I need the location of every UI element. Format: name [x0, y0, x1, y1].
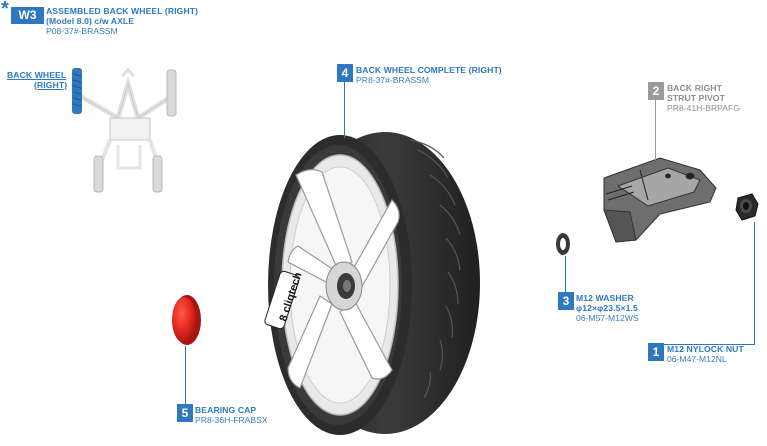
part-3-title-line2: φ12×φ23.5×1.5	[576, 303, 638, 313]
assembly-code: P08-37#-BRASSM	[46, 26, 118, 36]
part-3-code: 06-M57-M12WS	[576, 313, 639, 323]
leader-1	[754, 222, 755, 344]
locator-highlight-wheel	[72, 68, 82, 114]
assembly-title-line2: (Model 8.0) c/w AXLE	[46, 16, 135, 26]
part-4-title: BACK WHEEL COMPLETE (RIGHT)	[356, 65, 502, 75]
leader-4	[344, 80, 345, 138]
assembly-badge: W3	[11, 7, 44, 24]
badge-4: 4	[337, 64, 353, 82]
part-4-code: PR8-37#-BRASSM	[356, 75, 430, 85]
part-2-title-line2: STRUT PIVOT	[667, 93, 725, 103]
part-3-title-line1: M12 WASHER	[576, 293, 634, 303]
part-5-title: BEARING CAP	[195, 405, 257, 415]
badge-1: 1	[648, 343, 664, 361]
leader-5	[185, 346, 186, 404]
wheel-logo	[264, 270, 300, 330]
part-1-title: M12 NYLOCK NUT	[667, 344, 744, 354]
part-1-code: 06-M47-M12NL	[667, 354, 727, 364]
locator-label-line1: BACK WHEEL	[7, 70, 67, 80]
locator-label-line2: (RIGHT)	[34, 80, 68, 90]
assembly-title-line1: ASSEMBLED BACK WHEEL (RIGHT)	[46, 6, 199, 16]
part-5-code: PR8-36H-FRABSX	[195, 415, 268, 425]
leader-3	[565, 256, 566, 292]
header-star: *	[1, 0, 9, 20]
badge-5: 5	[177, 404, 193, 422]
badge-3: 3	[558, 292, 574, 310]
part-2-code: PR8-41H-BRPAFG	[667, 103, 740, 113]
part-2-title-line1: BACK RIGHT	[667, 83, 722, 93]
leader-2	[655, 98, 656, 160]
badge-2: 2	[648, 82, 664, 100]
nut-drawing	[735, 193, 759, 221]
washer-drawing	[556, 233, 570, 255]
leader-1-horizontal	[664, 344, 755, 345]
bearing-cap-drawing	[172, 295, 201, 345]
strut-pivot-drawing	[603, 157, 717, 243]
